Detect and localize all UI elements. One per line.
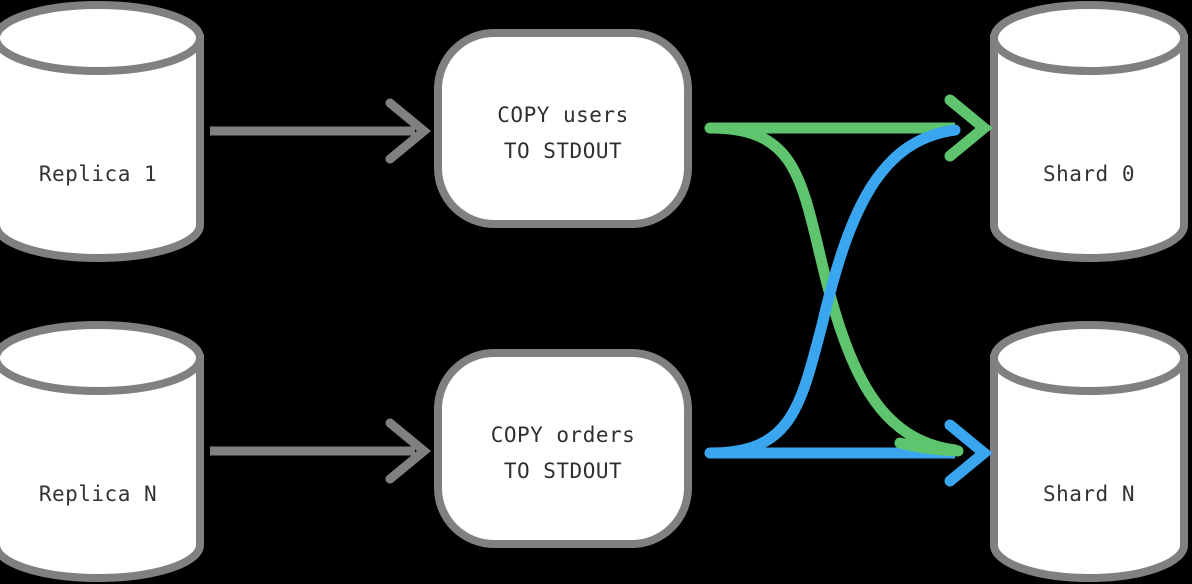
node-replica-n[interactable]: Replica N bbox=[0, 321, 204, 582]
node-shard-0[interactable]: Shard 0 bbox=[990, 1, 1188, 262]
node-shard-n[interactable]: Shard N bbox=[990, 321, 1188, 582]
blue-arrowhead-shardn bbox=[944, 419, 993, 487]
replica-n-cylinder-top bbox=[0, 321, 204, 395]
shard-n-cylinder-top bbox=[990, 321, 1188, 395]
copy-users-line-1: COPY users bbox=[497, 103, 628, 127]
replica-n-cylinder-body bbox=[0, 354, 204, 582]
green-arrowhead-shardn bbox=[894, 437, 964, 457]
green-curve-shaft bbox=[704, 122, 961, 456]
shard-n-label: Shard N bbox=[1043, 482, 1135, 506]
copy-users-box bbox=[434, 29, 692, 228]
node-copy-orders[interactable]: COPY orders TO STDOUT bbox=[434, 349, 692, 548]
edge-copyusers-to-shardn bbox=[704, 122, 961, 456]
shard-0-cylinder-top bbox=[990, 1, 1188, 75]
node-replica-1[interactable]: Replica 1 bbox=[0, 1, 204, 262]
copy-orders-box bbox=[434, 349, 692, 548]
replica-n-label: Replica N bbox=[39, 482, 157, 506]
copy-orders-line-1: COPY orders bbox=[491, 423, 636, 447]
blue-curve-shaft bbox=[704, 124, 961, 459]
edge-copyorders-to-shardn bbox=[710, 419, 993, 487]
shard-0-label: Shard 0 bbox=[1043, 162, 1135, 186]
gray-arrowhead-bottom bbox=[385, 418, 432, 484]
edge-copyorders-to-shard0 bbox=[704, 124, 961, 459]
edge-replican-to-copyorders bbox=[210, 418, 432, 484]
copy-orders-line-2: TO STDOUT bbox=[504, 459, 622, 483]
replica-1-label: Replica 1 bbox=[39, 162, 157, 186]
shard-n-cylinder-body bbox=[990, 354, 1188, 582]
edge-copyusers-to-shard0 bbox=[710, 94, 993, 162]
edge-replica1-to-copyusers bbox=[210, 98, 432, 164]
green-arrowhead-shard0 bbox=[944, 94, 993, 162]
shard-0-cylinder-body bbox=[990, 34, 1188, 262]
gray-arrowhead-top bbox=[385, 98, 432, 164]
edge-copyusers-to-shardn-head bbox=[894, 437, 964, 457]
replica-1-cylinder-body bbox=[0, 34, 204, 262]
replica-1-cylinder-top bbox=[0, 1, 204, 75]
node-copy-users[interactable]: COPY users TO STDOUT bbox=[434, 29, 692, 228]
copy-users-line-2: TO STDOUT bbox=[504, 139, 622, 163]
